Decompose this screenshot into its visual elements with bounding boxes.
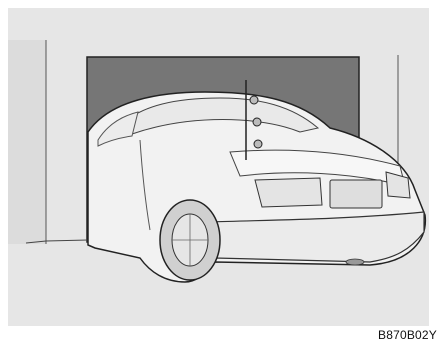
license-plate bbox=[330, 180, 382, 208]
figure-code: B870B02Y bbox=[378, 328, 437, 342]
exhaust-pipe bbox=[346, 259, 364, 265]
rear-wheel bbox=[160, 200, 220, 280]
garage-wall-left bbox=[8, 40, 46, 244]
tail-light-left bbox=[255, 178, 322, 207]
